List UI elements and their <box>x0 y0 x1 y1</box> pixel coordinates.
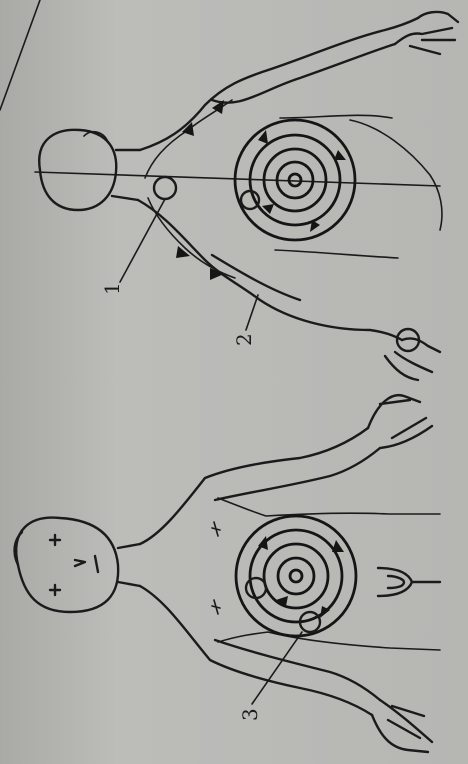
label-2: 2 <box>232 333 256 346</box>
label-3: 3 <box>238 708 262 721</box>
label-1: 1 <box>100 282 124 295</box>
